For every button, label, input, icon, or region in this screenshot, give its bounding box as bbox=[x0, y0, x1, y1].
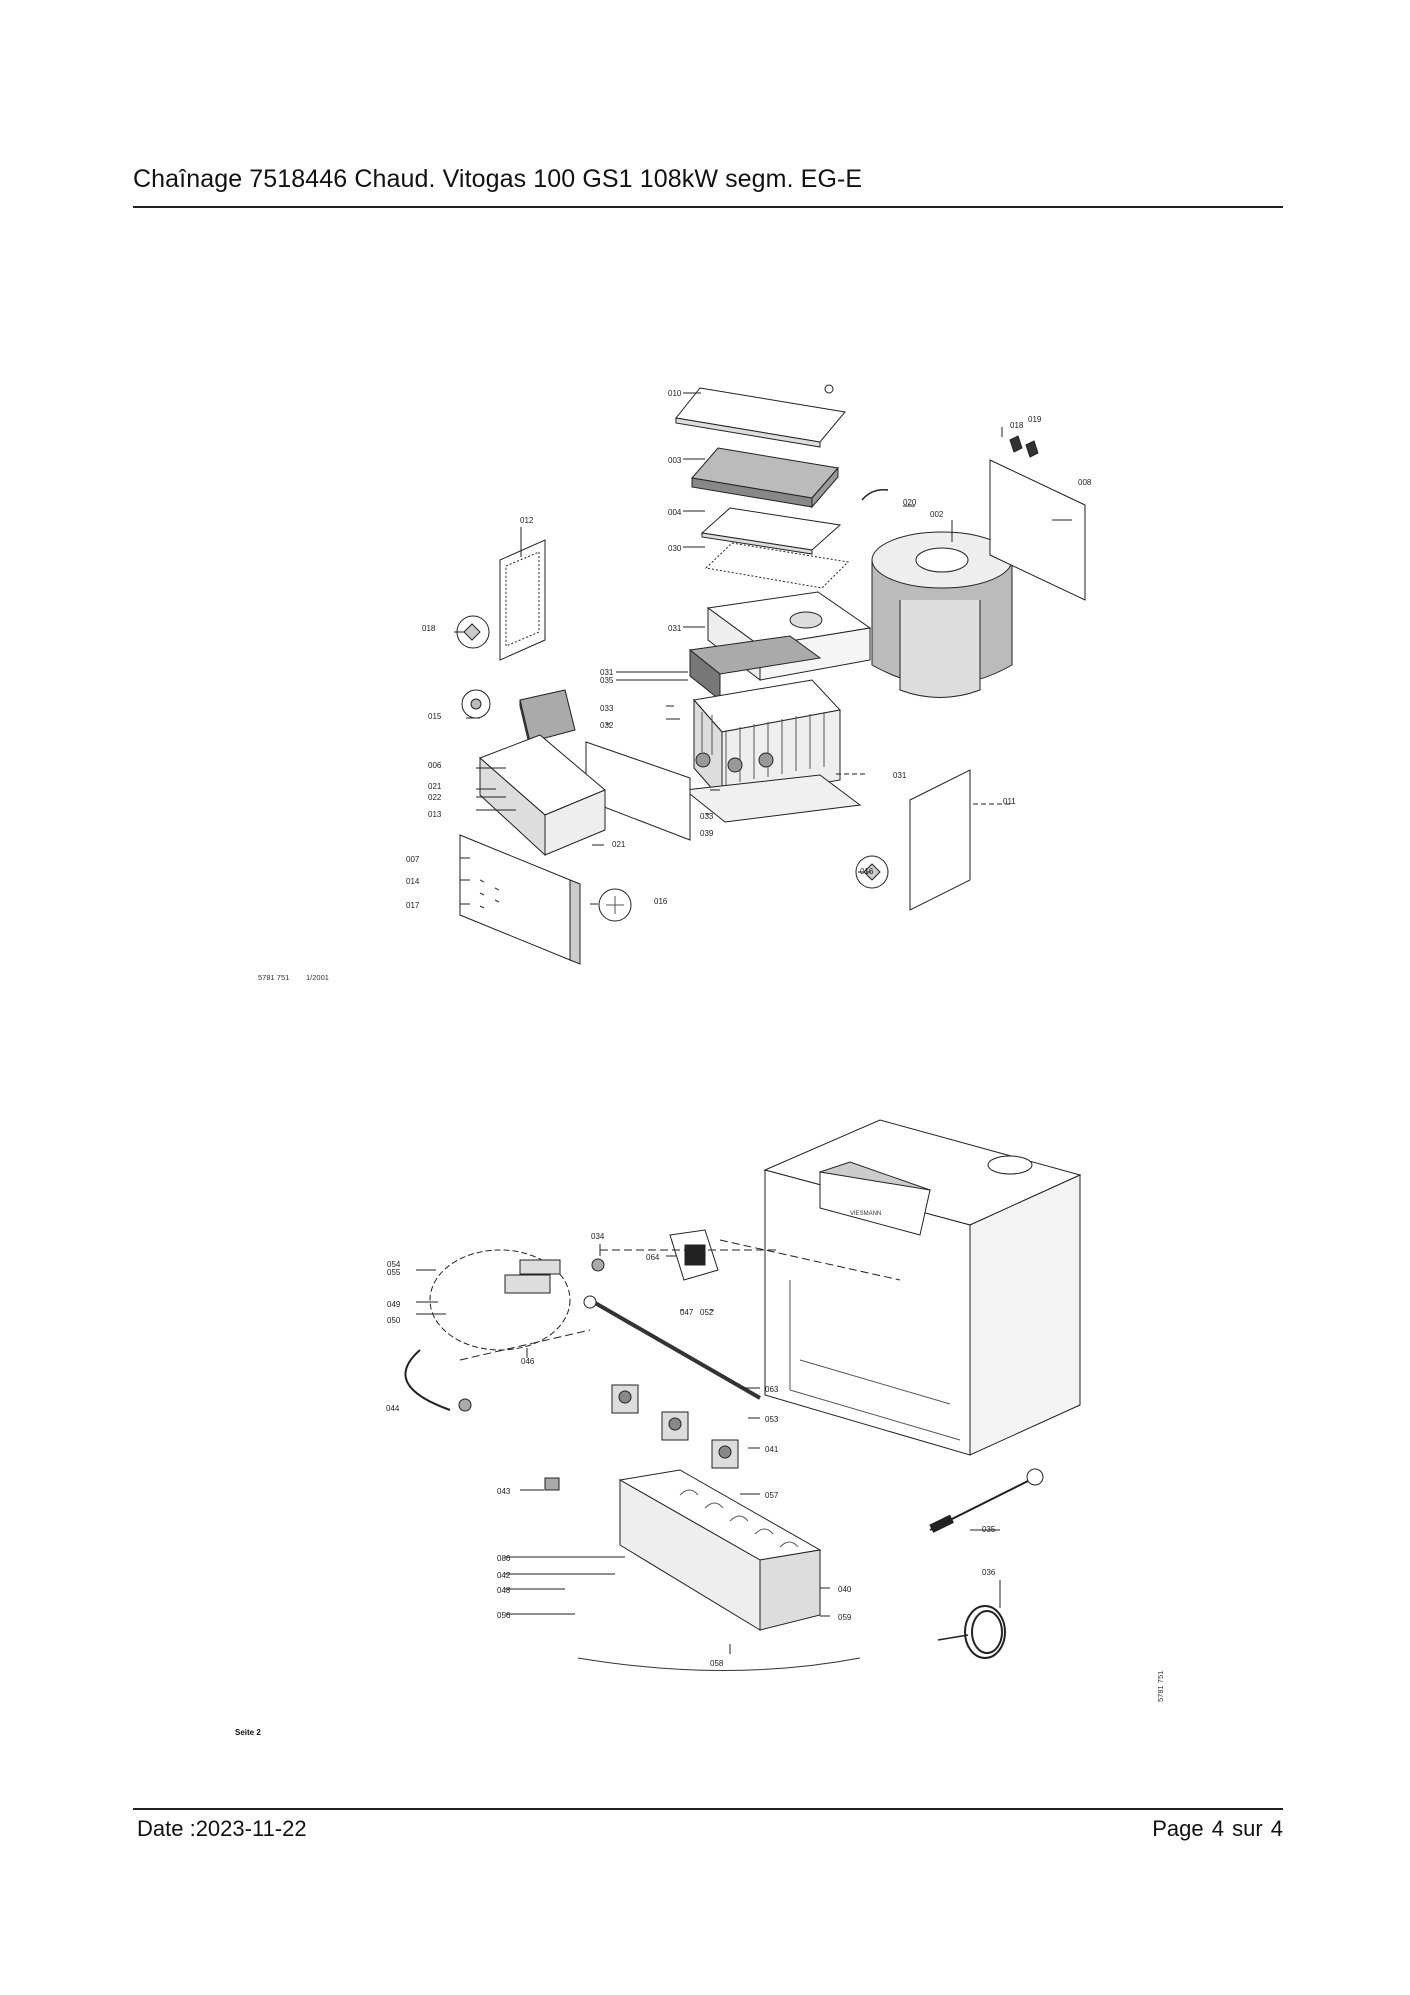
footer-page-number: Page 4 sur 4 bbox=[1152, 1816, 1283, 1841]
svg-text:041: 041 bbox=[765, 1445, 779, 1454]
svg-text:034: 034 bbox=[591, 1232, 605, 1241]
footer-divider bbox=[133, 1808, 1283, 1810]
top-drawing-date: 1/2001 bbox=[306, 973, 329, 982]
part-top-cover bbox=[675, 384, 846, 448]
part-transformer bbox=[669, 1229, 719, 1281]
svg-text:013: 013 bbox=[428, 810, 442, 819]
part-boiler-housing: VIESMANN bbox=[763, 1119, 1082, 1456]
svg-text:004: 004 bbox=[668, 508, 682, 517]
svg-text:054: 054 bbox=[387, 1260, 401, 1269]
svg-text:008: 008 bbox=[1078, 478, 1092, 487]
svg-text:017: 017 bbox=[406, 901, 420, 910]
svg-text:052: 052 bbox=[700, 1308, 714, 1317]
header-divider bbox=[133, 206, 1283, 208]
part-side-panel-left bbox=[499, 539, 546, 661]
svg-text:064: 064 bbox=[646, 1253, 660, 1262]
svg-text:015: 015 bbox=[428, 712, 442, 721]
svg-text:043: 043 bbox=[497, 1487, 511, 1496]
top-drawing-code: 5781 751 bbox=[258, 973, 289, 982]
svg-text:003: 003 bbox=[668, 456, 682, 465]
svg-text:033: 033 bbox=[700, 812, 714, 821]
part-insulation-block bbox=[691, 447, 839, 509]
svg-text:056: 056 bbox=[497, 1611, 511, 1620]
svg-text:016: 016 bbox=[860, 867, 874, 876]
svg-text:012: 012 bbox=[520, 516, 534, 525]
svg-text:031: 031 bbox=[893, 771, 907, 780]
part-burner-bar bbox=[618, 1469, 822, 1631]
svg-text:021: 021 bbox=[428, 782, 442, 791]
svg-text:032: 032 bbox=[600, 721, 614, 730]
svg-text:019: 019 bbox=[1028, 415, 1042, 424]
svg-text:014: 014 bbox=[406, 877, 420, 886]
part-heat-exchanger bbox=[683, 679, 862, 823]
svg-text:059: 059 bbox=[838, 1613, 852, 1622]
bottom-drawing-code: 5781 751 bbox=[1156, 1671, 1165, 1702]
svg-text:010: 010 bbox=[668, 389, 682, 398]
svg-text:086: 086 bbox=[497, 1554, 511, 1563]
svg-text:018: 018 bbox=[422, 624, 436, 633]
svg-text:020: 020 bbox=[903, 498, 917, 507]
footer-date: Date :2023-11-22 bbox=[137, 1816, 307, 1841]
part-gas-valves bbox=[611, 1384, 739, 1469]
bottom-page-note: Seite 2 bbox=[235, 1728, 261, 1737]
svg-text:050: 050 bbox=[387, 1316, 401, 1325]
svg-text:046: 046 bbox=[521, 1357, 535, 1366]
part-flue-ring bbox=[871, 531, 1013, 698]
svg-text:036: 036 bbox=[982, 1568, 996, 1577]
page-title: Chaînage 7518446 Chaud. Vitogas 100 GS1 … bbox=[133, 165, 863, 193]
svg-text:044: 044 bbox=[386, 1404, 400, 1413]
svg-text:030: 030 bbox=[668, 544, 682, 553]
svg-text:055: 055 bbox=[387, 1268, 401, 1277]
part-control-housing bbox=[479, 689, 606, 857]
svg-text:033: 033 bbox=[600, 704, 614, 713]
svg-text:047: 047 bbox=[680, 1308, 694, 1317]
svg-text:021: 021 bbox=[612, 840, 626, 849]
svg-text:042: 042 bbox=[497, 1571, 511, 1580]
svg-text:007: 007 bbox=[406, 855, 420, 864]
svg-text:058: 058 bbox=[710, 1659, 724, 1668]
svg-text:018: 018 bbox=[1010, 421, 1024, 430]
svg-text:031: 031 bbox=[600, 668, 614, 677]
svg-text:022: 022 bbox=[428, 793, 442, 802]
svg-text:063: 063 bbox=[765, 1385, 779, 1394]
svg-text:039: 039 bbox=[700, 829, 714, 838]
svg-text:049: 049 bbox=[387, 1300, 401, 1309]
svg-text:002: 002 bbox=[930, 510, 944, 519]
svg-text:035: 035 bbox=[600, 676, 614, 685]
svg-text:016: 016 bbox=[654, 897, 668, 906]
svg-text:048: 048 bbox=[497, 1586, 511, 1595]
part-draft-hood bbox=[688, 591, 872, 702]
part-cable-coil bbox=[937, 1605, 1006, 1659]
part-front-panel bbox=[459, 834, 581, 965]
svg-text:011: 011 bbox=[1003, 797, 1016, 806]
svg-text:VIESMANN: VIESMANN bbox=[850, 1211, 881, 1217]
svg-text:057: 057 bbox=[765, 1491, 779, 1500]
svg-text:053: 053 bbox=[765, 1415, 779, 1424]
svg-text:040: 040 bbox=[838, 1585, 852, 1594]
svg-text:006: 006 bbox=[428, 761, 442, 770]
svg-text:035: 035 bbox=[982, 1525, 996, 1534]
svg-text:031: 031 bbox=[668, 624, 682, 633]
